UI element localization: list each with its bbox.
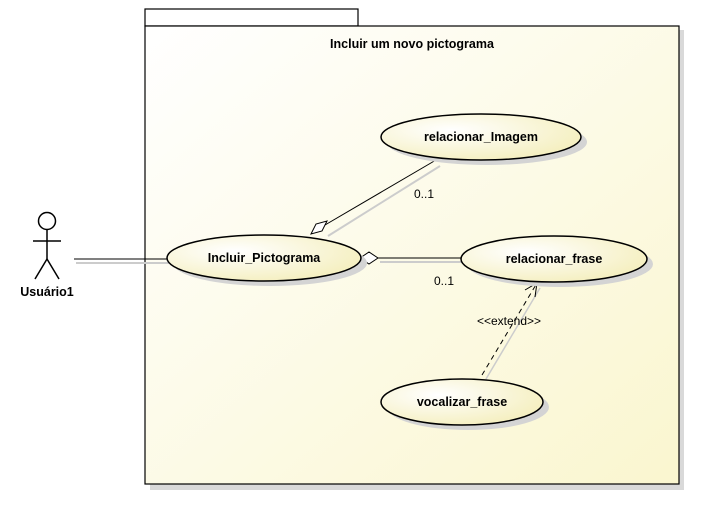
actor-leg-right	[46, 258, 60, 280]
aggregation-diamond-imagem	[310, 220, 328, 235]
multiplicity-frase: 0..1	[434, 274, 454, 288]
actor-name: Usuário1	[20, 285, 74, 299]
usecase-vocalizar-frase[interactable]	[380, 378, 544, 426]
actor-usuario1[interactable]	[33, 211, 61, 280]
usecase-incluir-pictograma[interactable]	[166, 234, 362, 282]
aggregation-imagem-shadow	[327, 165, 441, 237]
aggregation-incluir-imagem[interactable]	[324, 159, 437, 226]
usecase-relacionar-imagem-label: relacionar_Imagem	[424, 130, 538, 144]
multiplicity-imagem: 0..1	[414, 187, 434, 201]
actor-head	[37, 211, 57, 231]
usecase-vocalizar-frase-label: vocalizar_frase	[417, 395, 507, 409]
actor-leg-left	[34, 258, 48, 280]
usecase-relacionar-imagem[interactable]	[380, 113, 582, 161]
package-tab	[144, 8, 359, 27]
usecase-relacionar-frase[interactable]	[460, 235, 648, 283]
package-title: Incluir um novo pictograma	[330, 37, 495, 51]
usecase-relacionar-frase-label: relacionar_frase	[506, 252, 603, 266]
extend-stereotype: <<extend>>	[477, 314, 541, 328]
extend-shadow	[485, 287, 541, 380]
usecase-incluir-pictograma-label: Incluir_Pictograma	[208, 251, 322, 265]
